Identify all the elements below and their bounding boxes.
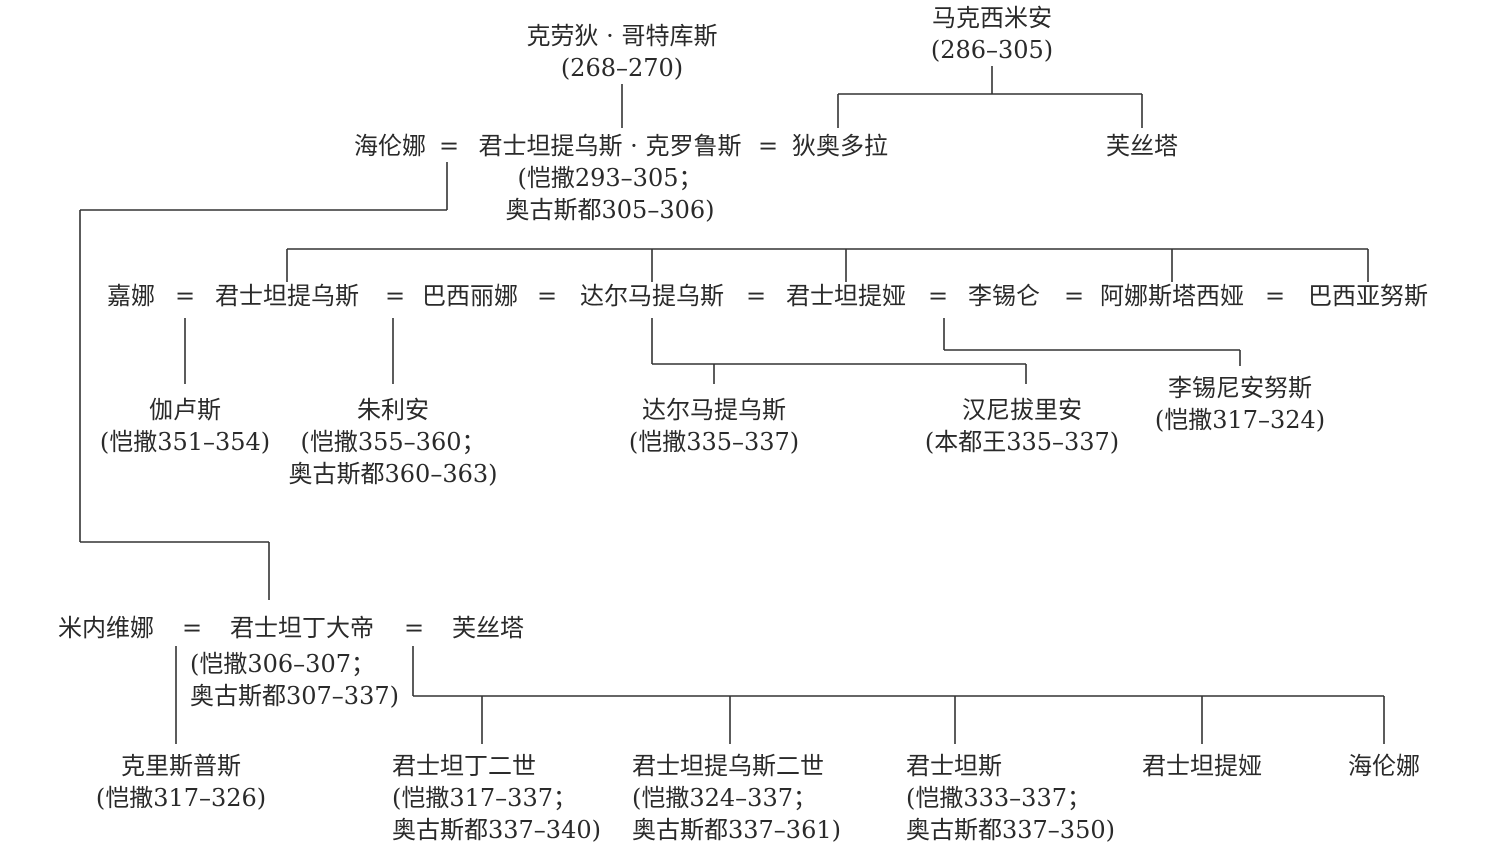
person-reign-line1: (恺撒355–360； [300, 428, 486, 456]
person-name: 米内维娜 [58, 614, 154, 642]
person-name: 朱利安 [356, 396, 429, 424]
person-name: 君士坦提乌斯二世 [632, 752, 824, 780]
person-dalmatius: 达尔马提乌斯 [580, 280, 724, 312]
person-julian: 朱利安 (恺撒355–360； 奥古斯都360–363) [289, 394, 498, 490]
person-constantius-chlorus: 君士坦提乌斯 · 克罗鲁斯 (恺撒293–305； 奥古斯都305–306) [479, 130, 742, 226]
person-name: 君士坦提娅 [786, 282, 906, 310]
person-claudius: 克劳狄 · 哥特库斯 (268–270) [527, 20, 718, 84]
person-fausta: 芙丝塔 [1106, 130, 1178, 162]
person-reign-line1: (恺撒324–337； [632, 784, 817, 812]
person-hannibalianus: 汉尼拔里安 (本都王335–337) [925, 394, 1119, 458]
person-reign-line1: (恺撒333–337； [906, 784, 1091, 812]
person-licinius: 李锡仑 [968, 280, 1040, 312]
person-reign: (268–270) [560, 54, 684, 82]
person-constantia: 君士坦提娅 [786, 280, 906, 312]
person-name: 嘉娜 [107, 282, 155, 310]
person-name: 伽卢斯 [149, 396, 221, 424]
person-name: 君士坦提乌斯 · 克罗鲁斯 [478, 132, 742, 160]
person-reign-line2: 奥古斯都337–361) [632, 816, 841, 844]
person-gallus: 伽卢斯 (恺撒351–354) [100, 394, 270, 458]
marriage-sign: = [438, 132, 460, 160]
marriage-sign: = [745, 282, 767, 310]
person-reign-line2: 奥古斯都337–350) [906, 816, 1115, 844]
person-reign-line1: (恺撒306–307； [190, 650, 375, 678]
marriage-sign: = [181, 614, 203, 642]
person-name: 克劳狄 · 哥特库斯 [526, 22, 718, 50]
person-julius-constantius: 君士坦提乌斯 [215, 280, 359, 312]
person-name: 巴西丽娜 [422, 282, 518, 310]
person-reign-line2: 奥古斯都337–340) [392, 816, 601, 844]
person-helena2: 海伦娜 [1348, 750, 1420, 782]
marriage-sign: = [536, 282, 558, 310]
person-reign: (恺撒351–354) [99, 428, 271, 456]
marriage-sign: = [403, 614, 425, 642]
person-constantina: 君士坦提娅 [1142, 750, 1262, 782]
person-theodora: 狄奥多拉 [792, 130, 888, 162]
marriage-sign: = [927, 282, 949, 310]
marriage-sign: = [757, 132, 779, 160]
marriage-sign: = [1063, 282, 1085, 310]
person-reign-line2: 奥古斯都360–363) [288, 460, 498, 488]
person-basilina: 巴西丽娜 [422, 280, 518, 312]
marriage-sign: = [384, 282, 406, 310]
person-constantine2: 君士坦丁二世 (恺撒317–337； 奥古斯都337–340) [392, 750, 601, 846]
person-name: 芙丝塔 [1106, 132, 1178, 160]
person-name: 马克西米安 [932, 4, 1052, 32]
person-name: 君士坦斯 [906, 752, 1002, 780]
person-reign: (恺撒317–324) [1154, 406, 1326, 434]
person-reign-line1: (恺撒317–337； [392, 784, 577, 812]
person-licinianus: 李锡尼安努斯 (恺撒317–324) [1155, 372, 1325, 436]
person-crispus: 克里斯普斯 (恺撒317–326) [96, 750, 266, 814]
person-name: 李锡仑 [968, 282, 1040, 310]
person-minervina: 米内维娜 [58, 612, 154, 644]
person-reign: (本都王335–337) [924, 428, 1120, 456]
person-name: 达尔马提乌斯 [642, 396, 786, 424]
person-dalmatius-caesar: 达尔马提乌斯 (恺撒335–337) [629, 394, 799, 458]
person-name: 海伦娜 [354, 132, 426, 160]
person-reign-line1: (恺撒293–305； [517, 164, 703, 192]
person-name: 达尔马提乌斯 [580, 282, 724, 310]
person-name: 狄奥多拉 [792, 132, 888, 160]
person-name: 巴西亚努斯 [1308, 282, 1428, 310]
person-anastasia: 阿娜斯塔西娅 [1100, 280, 1244, 312]
person-bassianus: 巴西亚努斯 [1308, 280, 1428, 312]
person-name: 君士坦丁大帝 [230, 614, 374, 642]
person-name: 君士坦提乌斯 [215, 282, 359, 310]
person-reign-line2: 奥古斯都305–306) [505, 196, 715, 224]
person-maximian: 马克西米安 (286–305) [931, 2, 1053, 66]
person-name: 李锡尼安努斯 [1168, 374, 1312, 402]
person-galla: 嘉娜 [107, 280, 155, 312]
person-name: 君士坦丁二世 [392, 752, 536, 780]
person-helena: 海伦娜 [354, 130, 426, 162]
person-constans: 君士坦斯 (恺撒333–337； 奥古斯都337–350) [906, 750, 1115, 846]
person-name: 海伦娜 [1348, 752, 1420, 780]
person-fausta2: 芙丝塔 [452, 612, 524, 644]
person-name: 芙丝塔 [452, 614, 524, 642]
constantine-reign: (恺撒306–307； 奥古斯都307–337) [190, 648, 399, 712]
person-name: 汉尼拔里安 [962, 396, 1082, 424]
person-reign: (恺撒317–326) [95, 784, 267, 812]
person-reign: (恺撒335–337) [628, 428, 800, 456]
person-constantius2: 君士坦提乌斯二世 (恺撒324–337； 奥古斯都337–361) [632, 750, 841, 846]
person-reign: (286–305) [930, 36, 1054, 64]
marriage-sign: = [1264, 282, 1286, 310]
person-constantine: 君士坦丁大帝 [230, 612, 374, 644]
person-name: 君士坦提娅 [1142, 752, 1262, 780]
person-name: 克里斯普斯 [121, 752, 241, 780]
marriage-sign: = [174, 282, 196, 310]
person-reign-line2: 奥古斯都307–337) [190, 682, 399, 710]
person-name: 阿娜斯塔西娅 [1100, 282, 1244, 310]
